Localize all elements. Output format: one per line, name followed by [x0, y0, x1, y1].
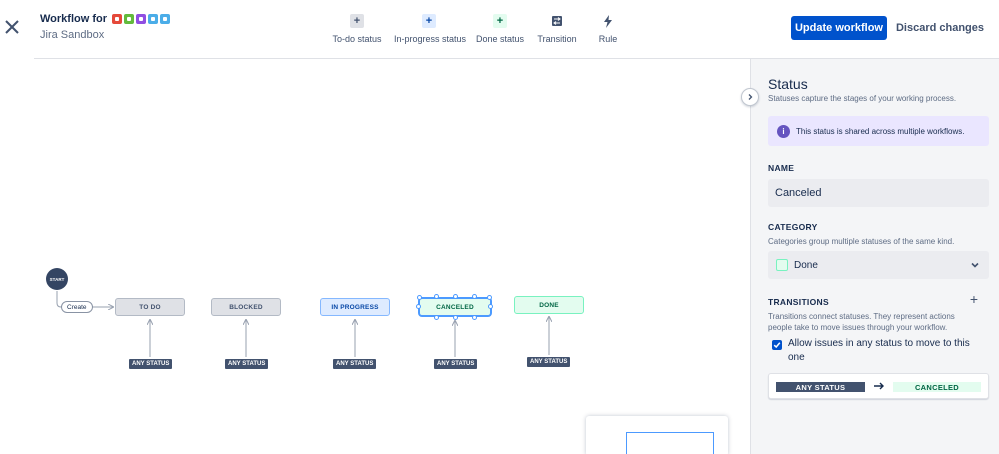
resize-handle[interactable] — [488, 304, 493, 309]
minimap-viewport[interactable] — [626, 432, 714, 454]
panel-divider — [750, 59, 751, 454]
lightning-icon — [601, 14, 615, 28]
resize-handle[interactable] — [453, 315, 458, 320]
transition-card[interactable]: ANY STATUS CANCELED — [768, 373, 989, 399]
transition-from: ANY STATUS — [776, 382, 865, 392]
category-select[interactable]: Done — [768, 251, 989, 279]
category-label: CATEGORY — [768, 222, 818, 232]
transition-icon — [550, 14, 564, 28]
plus-icon: + — [422, 14, 436, 28]
allow-any-status-label[interactable]: Allow issues in any status to move to th… — [788, 338, 970, 363]
discard-changes-button[interactable]: Discard changes — [895, 22, 985, 34]
resize-handle[interactable] — [472, 315, 477, 320]
task-icon — [160, 14, 171, 24]
add-done-status-button[interactable]: + Done status — [475, 14, 525, 44]
resize-handle[interactable] — [472, 294, 477, 299]
resize-handle[interactable] — [453, 294, 458, 299]
status-node-todo[interactable]: TO DO — [115, 298, 185, 316]
allow-any-status-checkbox[interactable] — [772, 340, 782, 350]
tool-label: Transition — [537, 34, 577, 44]
panel-title: Status — [768, 76, 808, 92]
header-divider — [34, 58, 999, 59]
close-icon — [5, 20, 19, 34]
add-transition-button[interactable]: Transition — [537, 14, 577, 44]
resize-handle[interactable] — [416, 304, 421, 309]
transitions-label: TRANSITIONS — [768, 297, 829, 307]
any-status-badge[interactable]: ANY STATUS — [333, 359, 377, 369]
bug-icon — [112, 14, 123, 24]
tool-label: To-do status — [332, 34, 382, 44]
workflow-title-text: Workflow for — [40, 13, 108, 25]
resize-handle[interactable] — [417, 295, 422, 300]
subtask-icon — [148, 14, 159, 24]
category-description: Categories group multiple statuses of th… — [768, 237, 955, 246]
status-name-field[interactable]: Canceled — [768, 179, 989, 207]
status-node-canceled[interactable]: CANCELED — [419, 298, 491, 316]
header: Workflow for Jira Sandbox + To-do status… — [0, 0, 999, 58]
any-status-badge[interactable]: ANY STATUS — [225, 359, 269, 369]
project-name: Jira Sandbox — [40, 29, 105, 41]
status-node-done[interactable]: DONE — [514, 296, 584, 314]
plus-icon: + — [493, 14, 507, 28]
any-status-badge[interactable]: ANY STATUS — [129, 359, 173, 369]
shared-status-info: i This status is shared across multiple … — [768, 116, 989, 146]
connectors — [56, 291, 750, 357]
transitions-description-1: Transitions connect statuses. They repre… — [768, 312, 955, 321]
workflow-title: Workflow for — [40, 13, 171, 25]
checkmark-icon — [773, 342, 781, 349]
start-node: START — [46, 268, 68, 290]
add-todo-status-button[interactable]: + To-do status — [332, 14, 382, 44]
plus-icon: + — [350, 14, 364, 28]
any-status-badge[interactable]: ANY STATUS — [527, 357, 571, 367]
create-transition-line — [56, 291, 113, 307]
tool-label: Done status — [475, 34, 525, 44]
add-rule-button[interactable]: Rule — [593, 14, 623, 44]
info-text: This status is shared across multiple wo… — [796, 126, 965, 136]
create-transition[interactable]: Create — [61, 301, 93, 313]
add-inprogress-status-button[interactable]: + In-progress status — [394, 14, 467, 44]
status-panel: Status Statuses capture the stages of yo… — [751, 59, 999, 454]
tool-label: Rule — [598, 34, 618, 44]
resize-handle[interactable] — [434, 294, 439, 299]
any-status-badge[interactable]: ANY STATUS — [434, 359, 478, 369]
chevron-right-icon — [748, 94, 753, 100]
name-label: NAME — [768, 163, 795, 173]
status-node-blocked[interactable]: BLOCKED — [211, 298, 281, 316]
info-icon: i — [777, 124, 790, 138]
close-button[interactable] — [2, 16, 22, 38]
panel-description: Statuses capture the stages of your work… — [768, 94, 957, 103]
update-workflow-button[interactable]: Update workflow — [791, 16, 887, 40]
issue-type-icons — [112, 14, 171, 24]
tool-label: In-progress status — [394, 34, 467, 44]
workflow-canvas[interactable]: START Create TO DO BLOCKED IN PROGRESS C… — [34, 59, 750, 454]
story-icon — [124, 14, 135, 24]
chevron-down-icon — [971, 262, 979, 268]
category-value: Done — [794, 259, 818, 271]
minimap[interactable] — [586, 416, 728, 454]
add-transition-icon[interactable]: + — [969, 291, 979, 307]
resize-handle[interactable] — [487, 295, 492, 300]
collapse-panel-button[interactable] — [741, 88, 759, 106]
transitions-description-2: people take to move issues through your … — [768, 323, 948, 332]
transition-to: CANCELED — [893, 382, 981, 392]
category-swatch — [776, 259, 788, 271]
resize-handle[interactable] — [434, 315, 439, 320]
epic-icon — [136, 14, 147, 24]
arrow-right-icon — [874, 382, 884, 390]
status-node-in-progress[interactable]: IN PROGRESS — [320, 298, 390, 316]
